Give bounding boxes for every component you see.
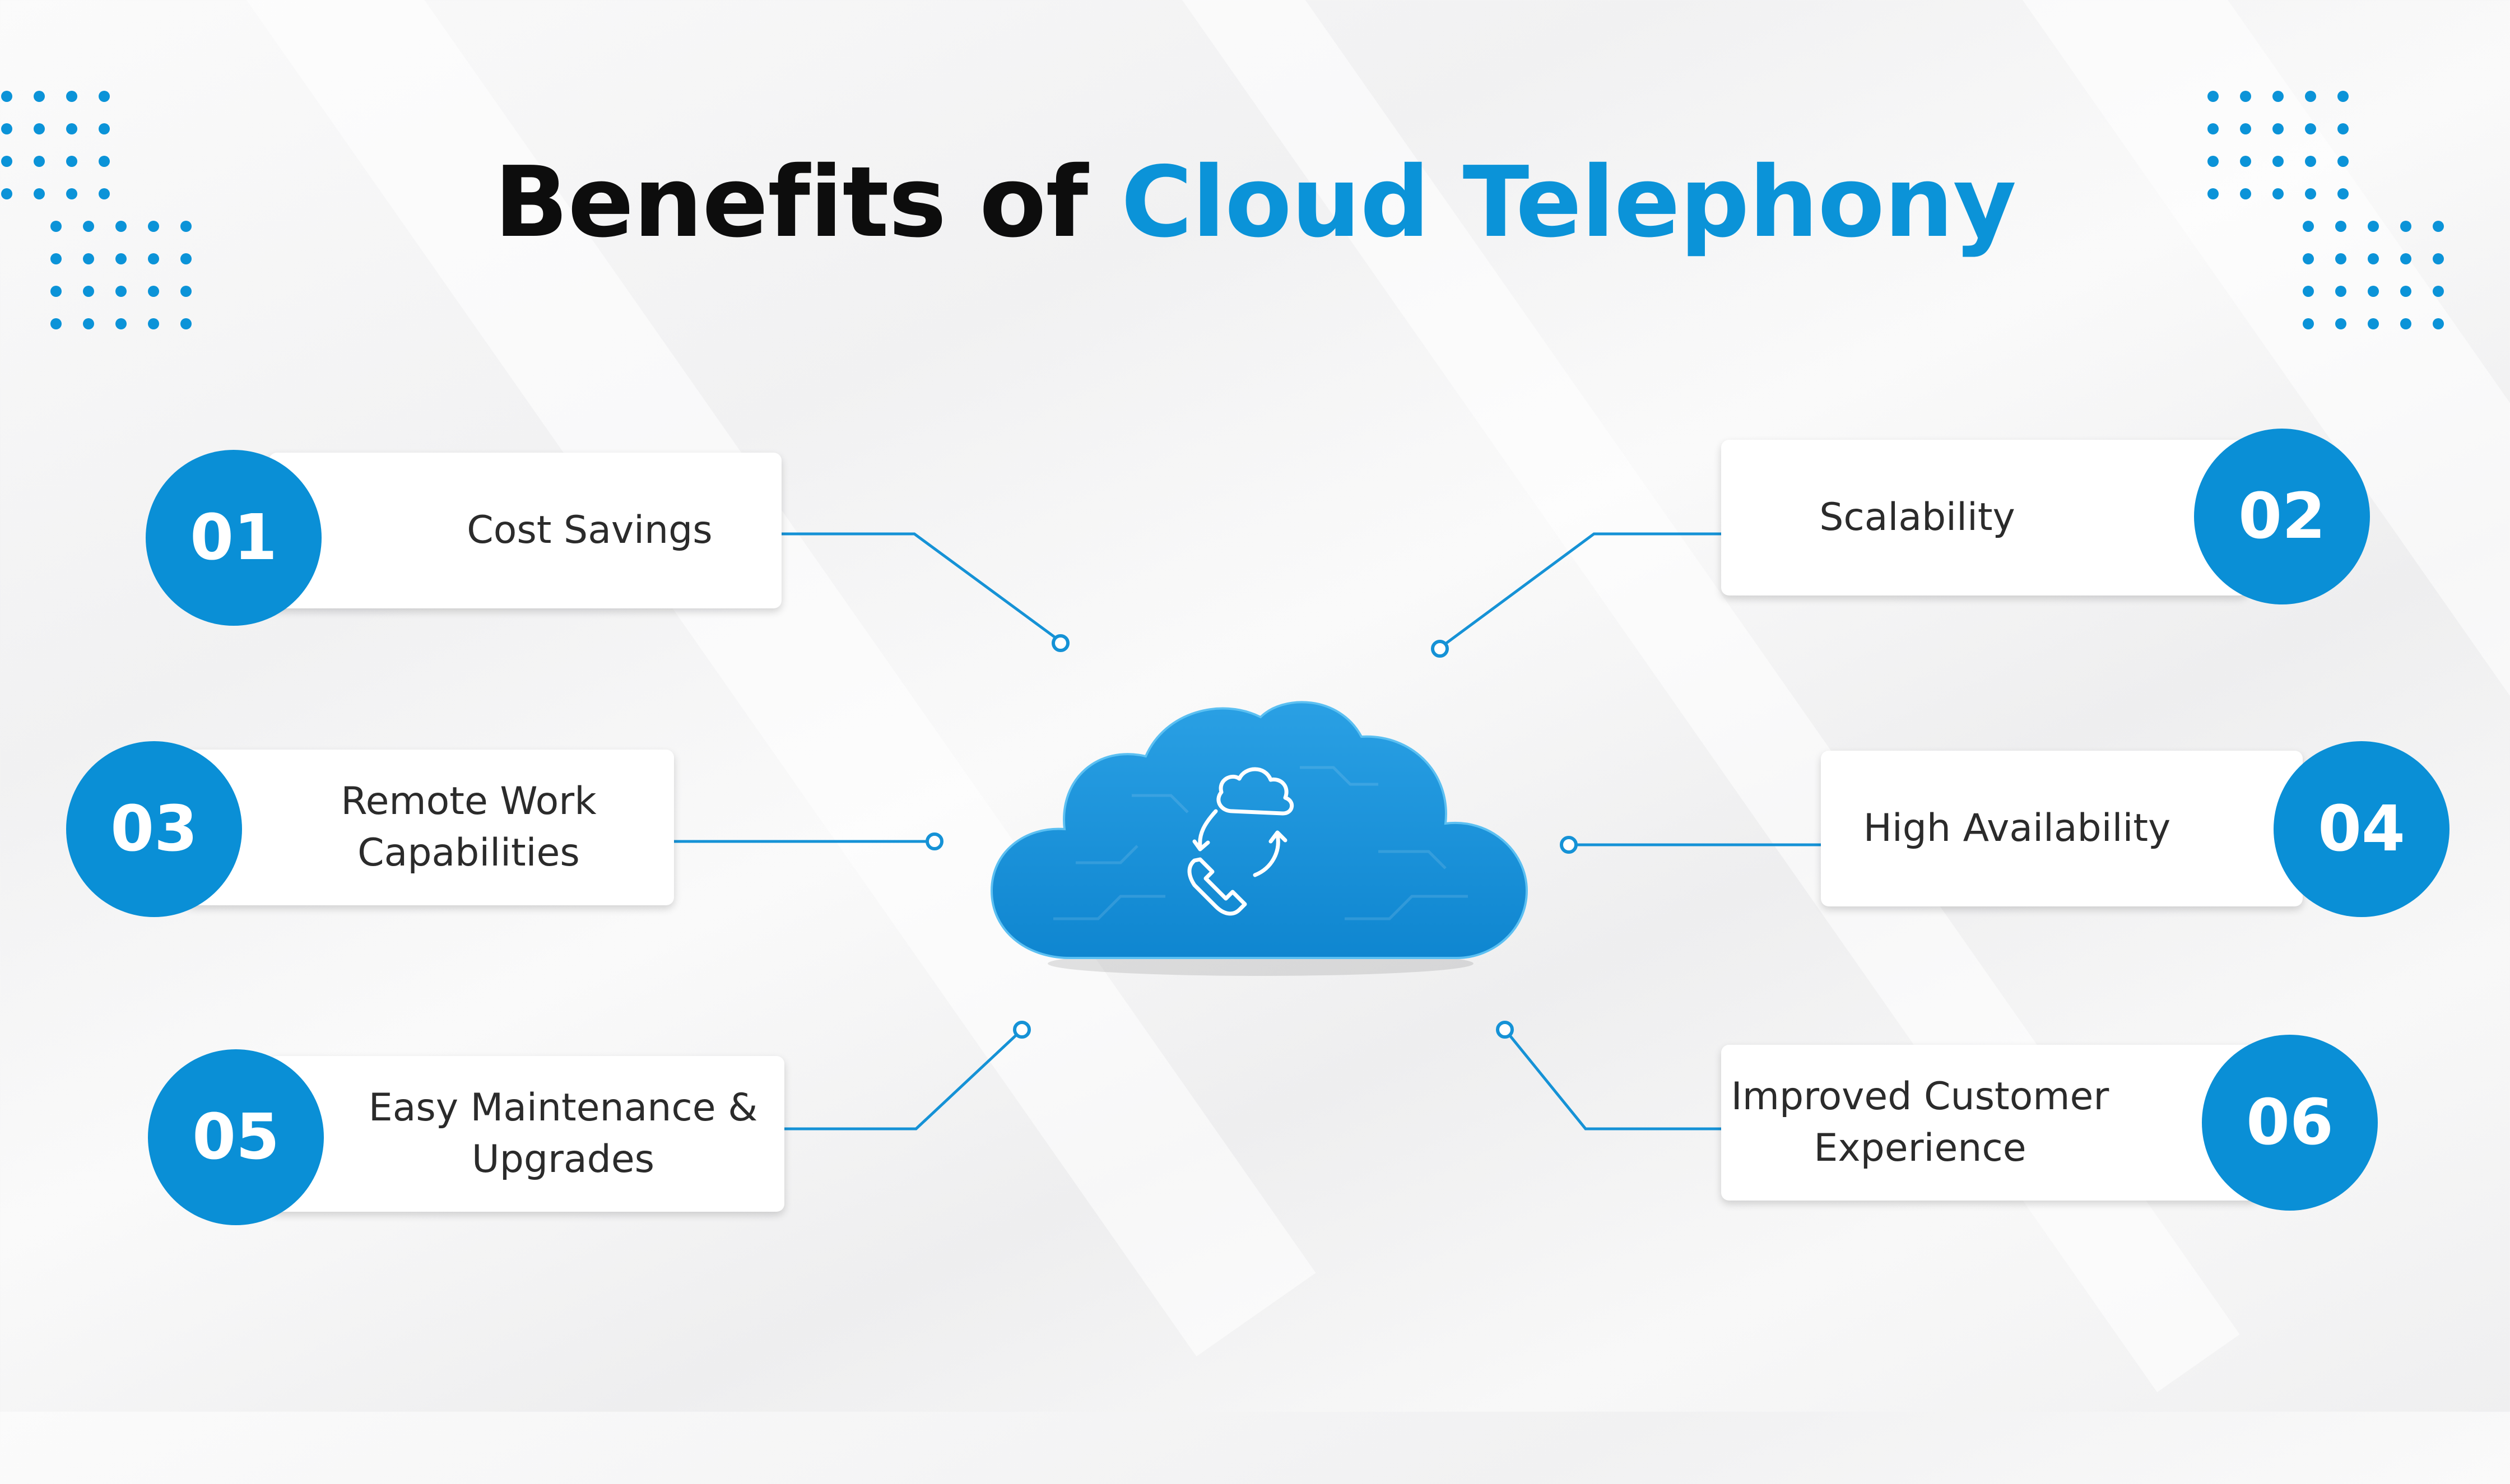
benefit-number-05: 05	[148, 1049, 324, 1225]
benefit-number-06: 06	[2202, 1035, 2378, 1211]
benefit-label-06-line1: Improved Customer	[1731, 1074, 2109, 1119]
title-highlight: Cloud Telephony	[1121, 146, 2016, 259]
cloud-phone-sync-icon	[990, 701, 1528, 976]
connector-lines	[674, 532, 1821, 1131]
benefit-card-05: Easy Maintenance & Upgrades	[269, 1056, 784, 1212]
connector-end-01	[1052, 634, 1070, 652]
benefit-card-06: Improved Customer Experience	[1721, 1045, 2259, 1201]
infographic: Benefits of Cloud Telephony	[0, 91, 2510, 1225]
title-prefix: Benefits of	[494, 146, 1088, 259]
benefit-label-05-line2: Upgrades	[471, 1137, 655, 1181]
connector-02	[1440, 532, 1721, 649]
connector-05	[784, 1030, 1022, 1131]
benefit-card-01: Cost Savings	[269, 453, 782, 608]
benefit-label-01: Cost Savings	[467, 508, 713, 552]
benefit-number-01: 01	[146, 450, 322, 626]
central-cloud	[986, 683, 1535, 980]
benefit-card-04: High Availability	[1821, 751, 2303, 906]
connector-end-05	[1013, 1021, 1031, 1039]
dot-grid-left	[1, 91, 192, 329]
page-title: Benefits of Cloud Telephony	[0, 146, 2510, 259]
benefit-label-03-line2: Capabilities	[357, 831, 580, 875]
connector-end-02	[1431, 640, 1449, 658]
connector-06	[1505, 1030, 1721, 1131]
benefit-label-02: Scalability	[1819, 495, 2015, 539]
benefit-number-03: 03	[66, 741, 242, 917]
benefit-number-04: 04	[2274, 741, 2449, 917]
benefit-number-02: 02	[2194, 429, 2370, 604]
connector-end-04	[1560, 836, 1578, 854]
connector-01	[782, 532, 1062, 643]
connector-end-03	[926, 832, 943, 850]
benefit-label-04: High Availability	[1863, 806, 2171, 850]
connector-end-06	[1496, 1021, 1514, 1039]
benefit-label-05-line1: Easy Maintenance &	[368, 1086, 758, 1130]
benefit-label-03-line1: Remote Work	[341, 779, 597, 824]
dot-grid-right	[2207, 91, 2444, 329]
benefit-card-03: Remote Work Capabilities	[185, 750, 674, 905]
benefit-label-06-line2: Experience	[1814, 1126, 2026, 1170]
benefit-card-02: Scalability	[1721, 440, 2248, 596]
